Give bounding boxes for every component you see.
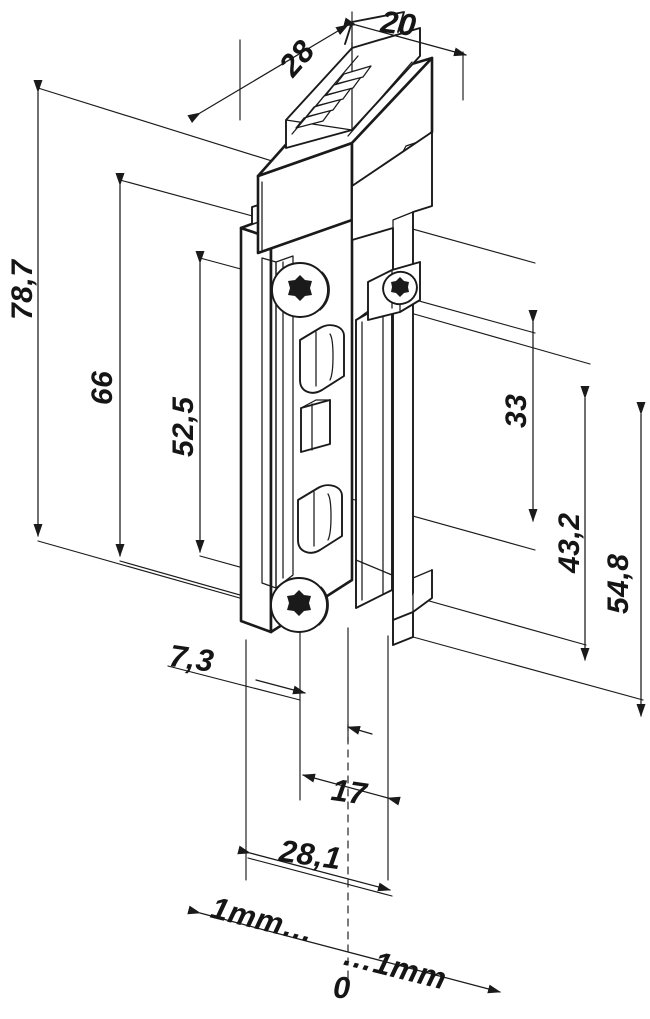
latch-roller-lower [297,484,343,554]
torx-screw-upper [271,262,330,318]
dimension-28 [187,24,349,124]
latch-roller-upper [299,324,345,394]
torx-screw-lower [270,577,329,633]
label-66: 66 [86,370,119,405]
lower-foot [392,569,433,638]
label-33: 33 [500,393,533,428]
latch-block-middle [300,399,331,453]
label-43-2: 43,2 [553,512,586,573]
label-7-3: 7,3 [167,638,217,679]
dimension-28-1 [237,845,391,892]
tolerance-axis [187,905,501,994]
latch-keeper [355,299,393,609]
label-origin-zero: 0 [333,970,351,1005]
label-78-7: 78,7 [6,259,39,320]
label-17: 17 [329,772,370,812]
dimension-7-3 [255,679,373,735]
dimension-20 [343,17,467,57]
label-20: 20 [378,4,419,44]
torx-screw-side [382,270,418,306]
dimension-17 [302,773,401,806]
label-54-8: 54,8 [602,553,635,614]
label-52-5: 52,5 [167,396,200,457]
